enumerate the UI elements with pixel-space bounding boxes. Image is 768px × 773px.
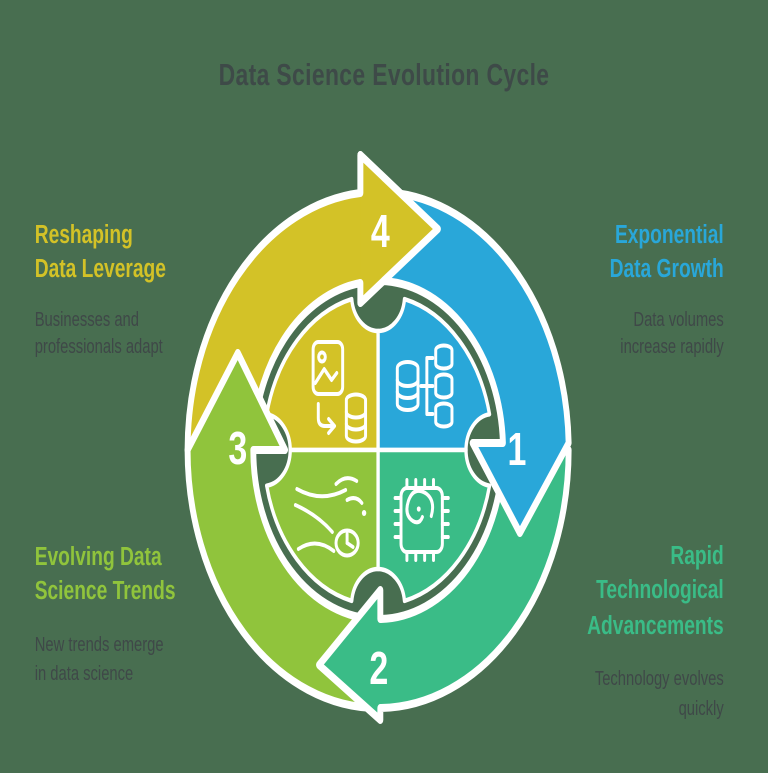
step-2-title-line-1: Rapid [670,540,723,570]
arrow-step-1 [375,188,572,537]
arrow-step-4-head-outline [357,151,441,307]
step-4-label: Reshaping Data Leverage Businesses and p… [35,219,166,357]
step-1-number: 1 [508,423,527,475]
step-2-number: 2 [369,642,388,694]
step-3-title-line-2: Science Trends [35,575,176,605]
step-4-number: 4 [371,205,390,257]
arrow-step-4-head [360,155,438,303]
arrow-step-2 [316,446,572,724]
step-4-desc-line-1: Businesses and [35,308,139,331]
quadrant-bottom-left [265,447,380,604]
quadrant-top-right [376,296,492,453]
step-3-title-line-1: Evolving Data [35,541,162,571]
inner-disc [265,296,492,604]
image-file-to-database-icon [311,340,368,444]
step-4-title-line-1: Reshaping [35,219,133,249]
step-1-title-line-1: Exponential [615,219,724,249]
step-2-desc-line-1: Technology evolves [595,667,724,690]
trend-curves-clock-icon [293,476,367,558]
database-branch-icon [395,343,454,429]
step-3-label: Evolving Data Science Trends New trends … [35,541,176,684]
step-1-label: Exponential Data Growth Data volumes inc… [610,219,724,357]
step-4-desc-line-2: professionals adapt [35,335,163,358]
step-1-title-line-2: Data Growth [610,253,724,283]
page-title: Data Science Evolution Cycle [219,57,550,92]
step-1-desc-line-2: increase rapidly [620,335,724,358]
arrow-step-3 [184,349,382,712]
step-3-number: 3 [228,422,247,474]
step-4-title-line-2: Data Leverage [35,253,166,283]
step-2-label: Rapid Technological Advancements Technol… [587,540,724,719]
step-2-title-line-2: Technological [596,574,724,604]
step-2-title-line-3: Advancements [587,610,724,640]
step-1-desc-line-1: Data volumes [633,308,723,331]
step-3-desc-line-1: New trends emerge [35,633,164,656]
step-3-desc-line-2: in data science [35,662,134,685]
ai-chip-icon [393,478,450,562]
step-2-desc-line-2: quickly [679,697,724,720]
